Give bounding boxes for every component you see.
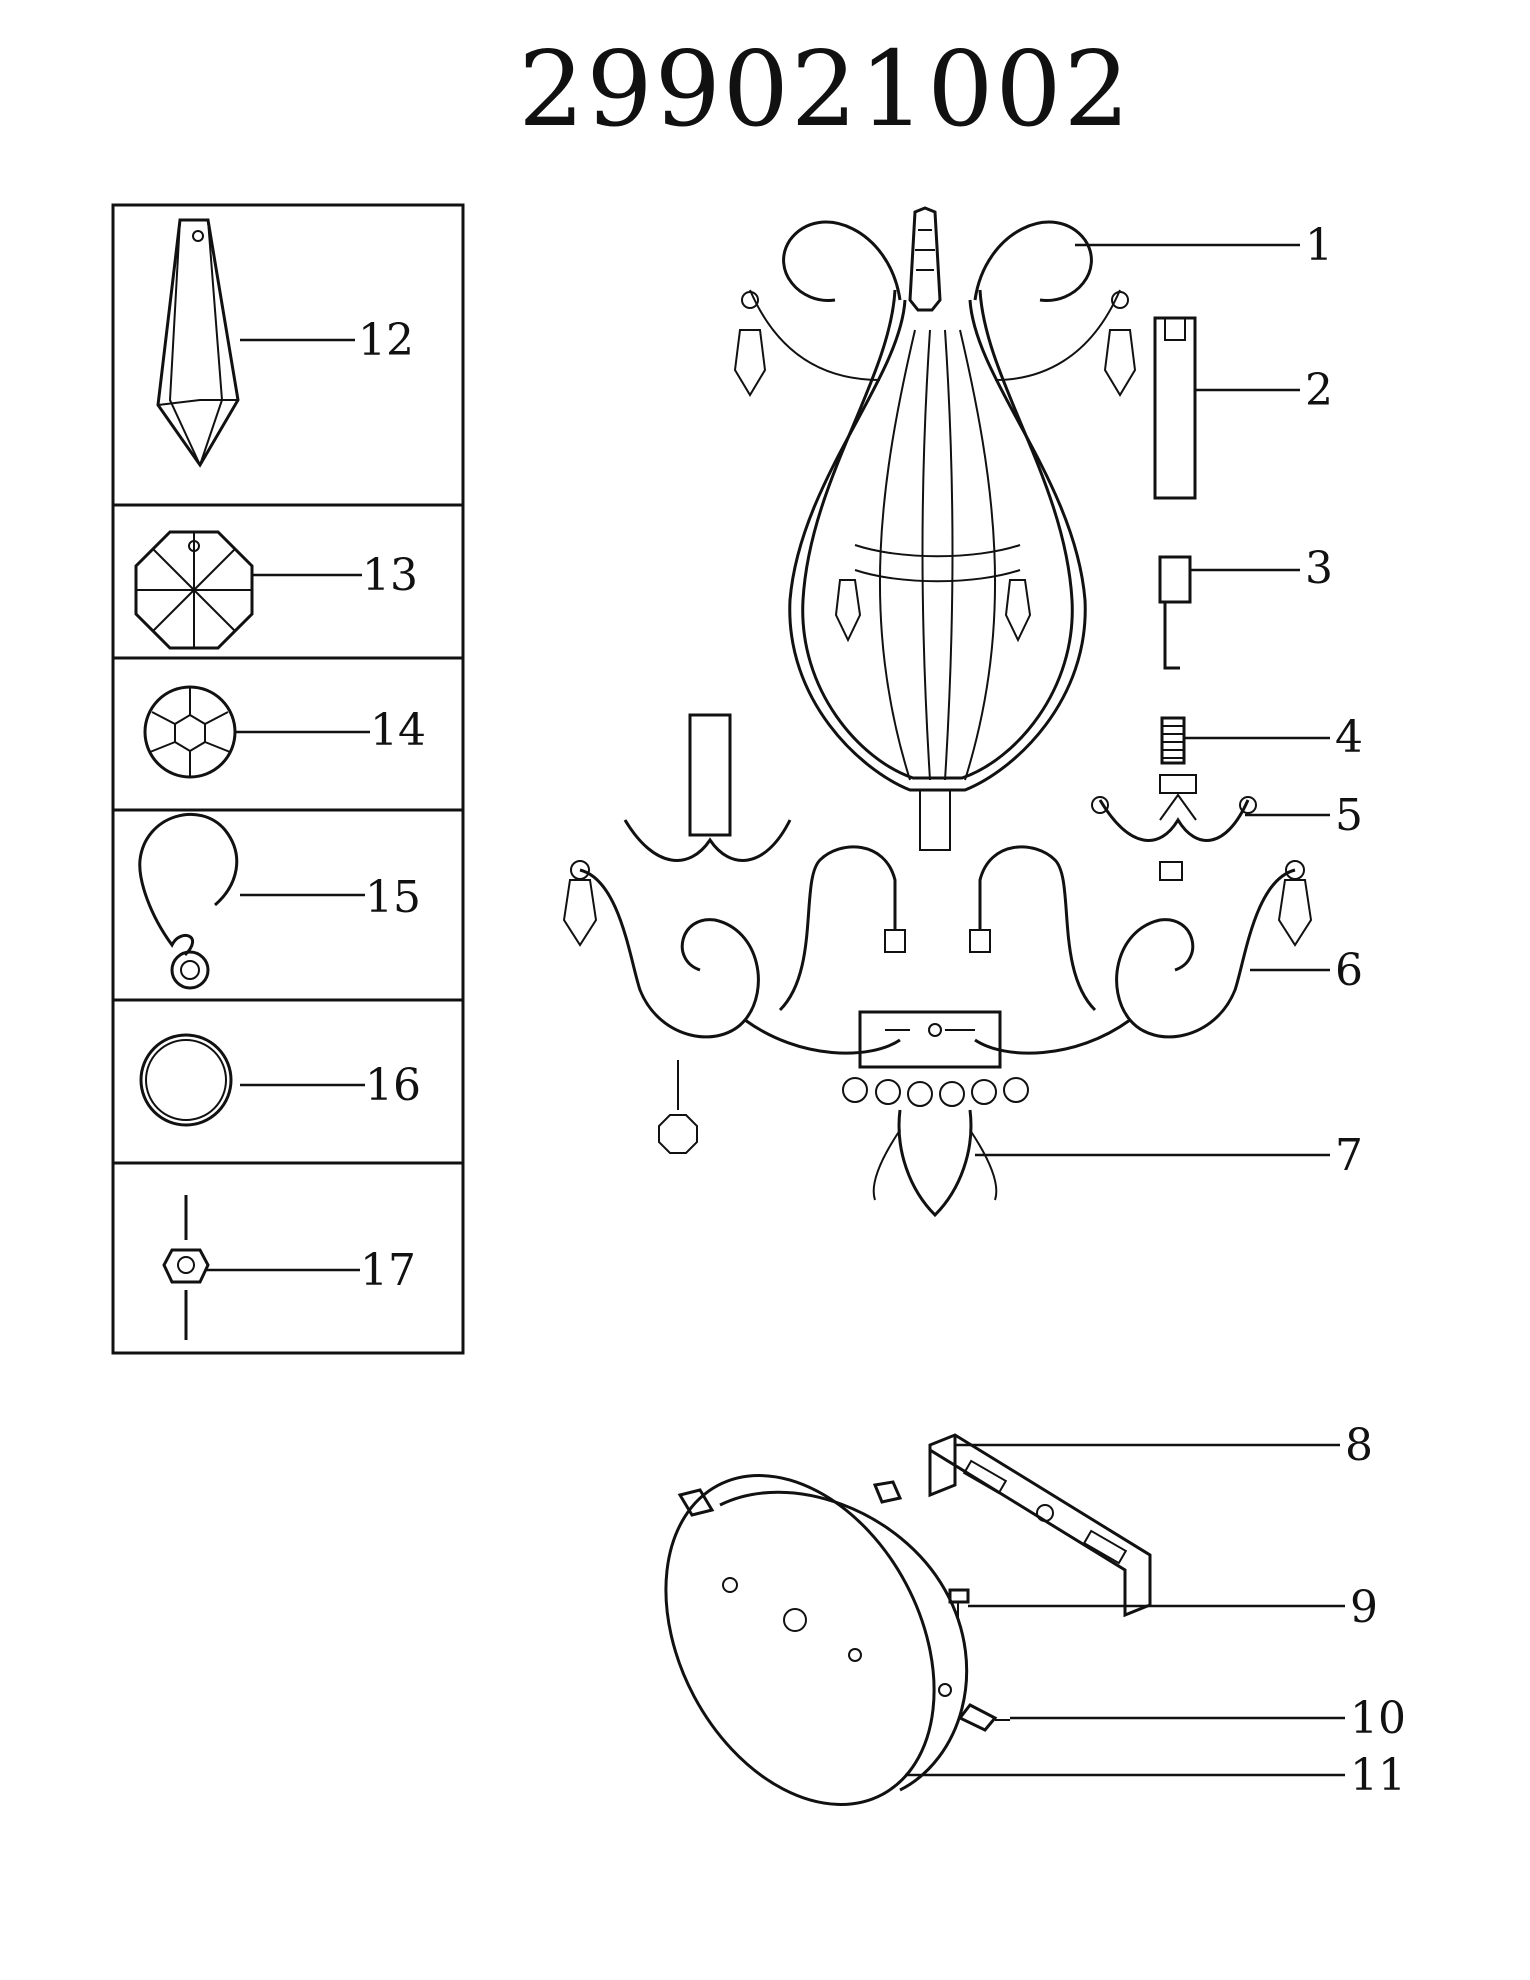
bobeche-icon bbox=[1091, 774, 1330, 842]
part-label-3: 3 bbox=[1305, 543, 1333, 594]
socket-bracket-icon bbox=[1158, 555, 1300, 670]
diagram-title: 299021002 bbox=[518, 28, 1132, 150]
part-label-5: 5 bbox=[1335, 790, 1363, 841]
part-label-17: 17 bbox=[360, 1245, 416, 1296]
part-label-6: 6 bbox=[1335, 945, 1363, 996]
candle-arms-icon bbox=[562, 713, 1330, 1055]
part-label-15: 15 bbox=[365, 872, 421, 923]
pin-bead-icon bbox=[162, 1195, 360, 1340]
parts-table-frame bbox=[111, 203, 465, 1355]
part-label-9: 9 bbox=[1350, 1582, 1378, 1633]
part-label-1: 1 bbox=[1305, 220, 1333, 271]
part-label-2: 2 bbox=[1305, 365, 1333, 416]
part-label-10: 10 bbox=[1350, 1693, 1406, 1744]
part-label-4: 4 bbox=[1335, 712, 1363, 763]
part-label-8: 8 bbox=[1345, 1420, 1373, 1471]
center-body-icon bbox=[658, 1010, 1330, 1218]
part-label-16: 16 bbox=[365, 1060, 421, 1111]
part-label-14: 14 bbox=[370, 705, 426, 756]
part-label-11: 11 bbox=[1350, 1750, 1406, 1801]
crystal-ball-icon bbox=[143, 685, 370, 779]
mounting-bar-icon bbox=[928, 1433, 1340, 1618]
wall-canopy-icon bbox=[664, 1474, 1345, 1806]
octagon-crystal-icon bbox=[134, 530, 362, 650]
back-plate-icon bbox=[733, 206, 1300, 851]
part-label-7: 7 bbox=[1335, 1130, 1363, 1181]
parts-table bbox=[111, 203, 465, 1355]
part-label-12: 12 bbox=[358, 315, 414, 366]
prism-crystal-icon bbox=[156, 218, 355, 468]
part-label-13: 13 bbox=[362, 550, 418, 601]
screw-icon bbox=[677, 1480, 1345, 1620]
candle-sleeve-icon bbox=[1153, 316, 1300, 500]
s-hook-icon bbox=[138, 812, 365, 990]
threaded-rod-icon bbox=[1160, 716, 1330, 765]
bolt-icon bbox=[957, 1703, 1345, 1732]
ring-icon bbox=[139, 1033, 365, 1127]
